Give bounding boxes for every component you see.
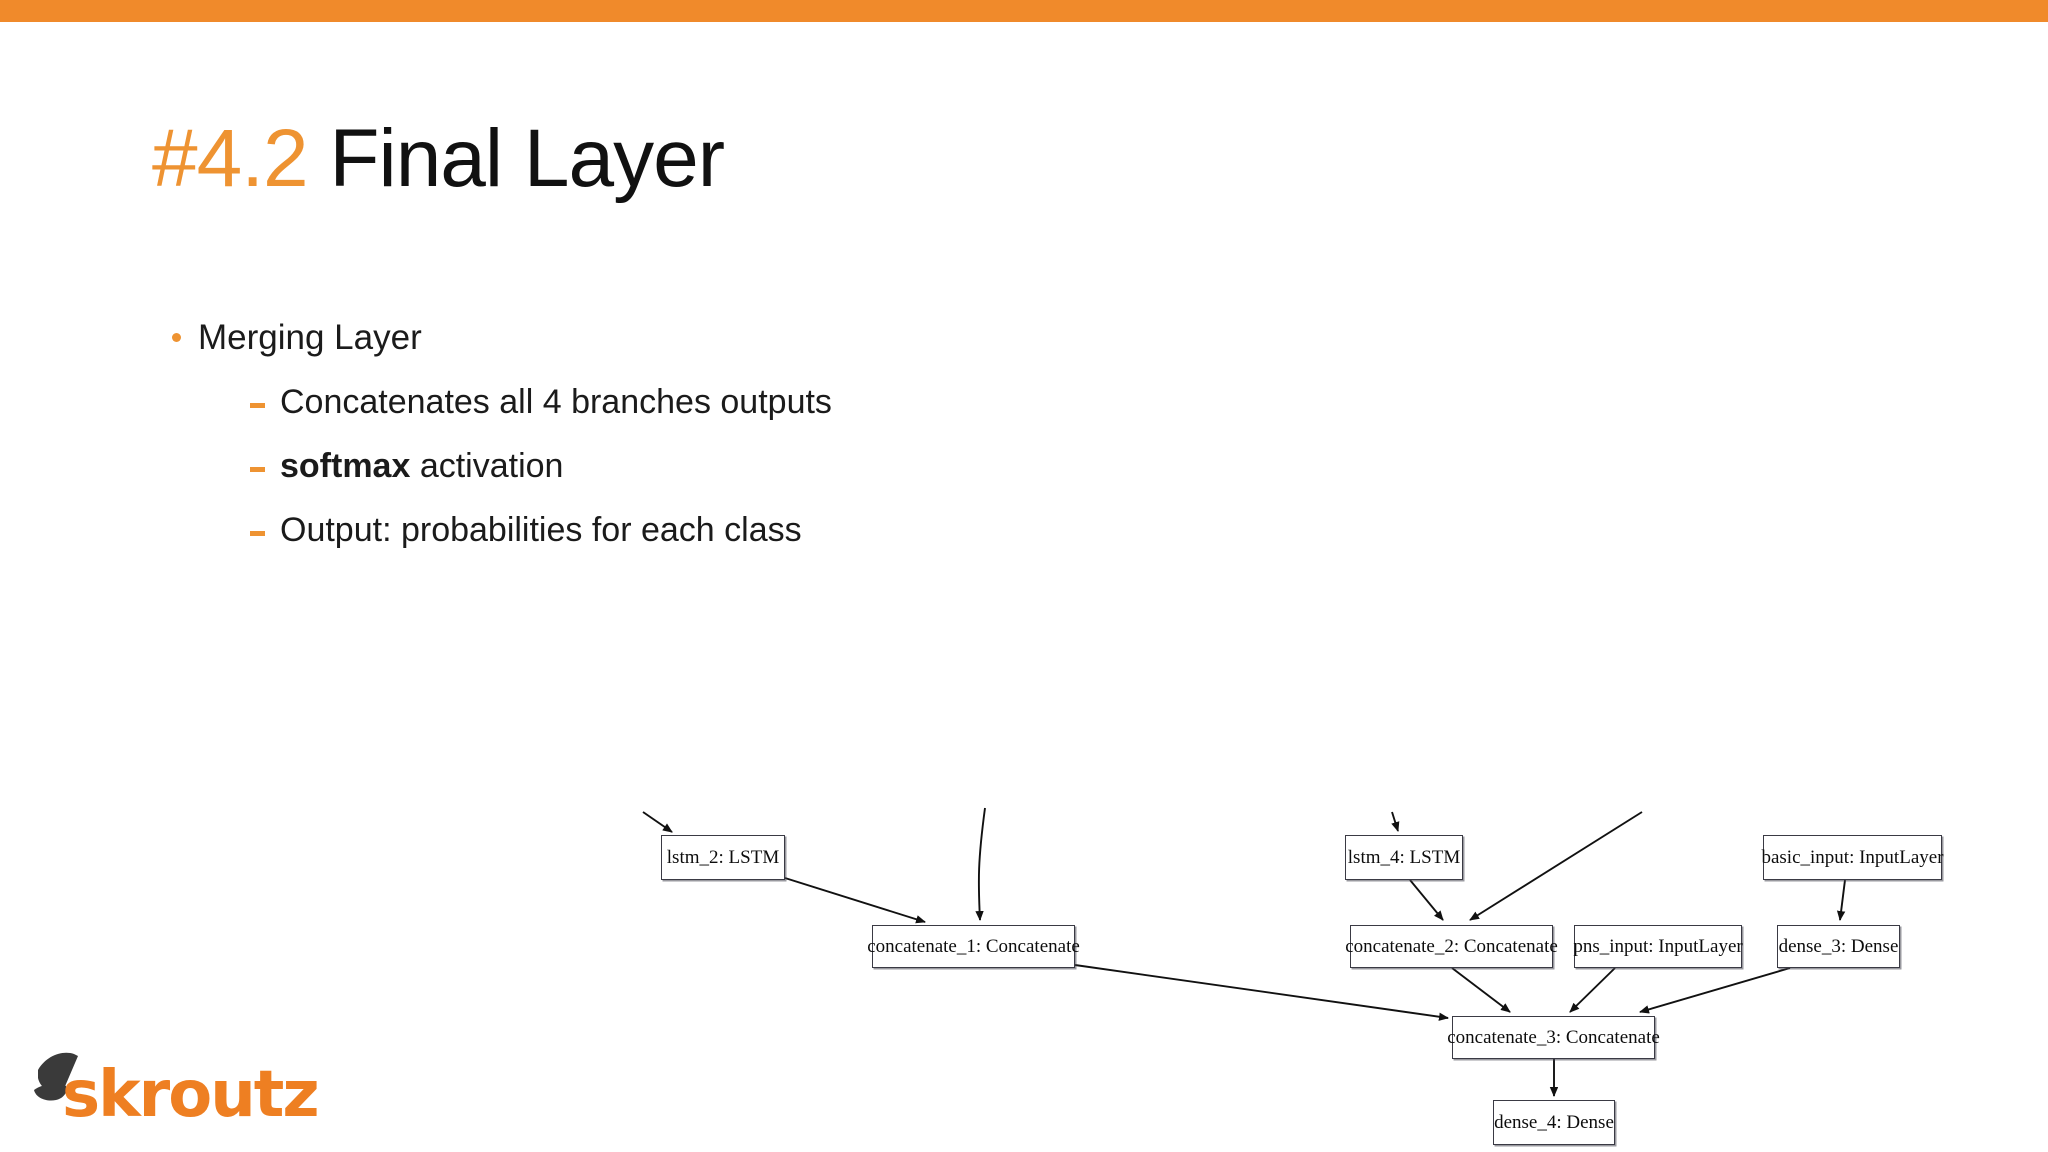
sub-bullet-3-label: Output: probabilities for each class xyxy=(280,511,802,549)
graph-node-label: lstm_2: LSTM xyxy=(666,846,780,868)
skroutz-logo: skroutz xyxy=(22,1040,322,1140)
top-accent-bar xyxy=(0,0,2048,22)
title-text: Final Layer xyxy=(307,113,725,204)
edge-concat2-concat3 xyxy=(1451,967,1511,1013)
bullet-list: Merging Layer Concatenates all 4 branche… xyxy=(170,320,1370,547)
sub-bullet-2-label: activation xyxy=(410,447,564,485)
dash-marker-icon xyxy=(250,531,265,536)
graph-node-pns_input: pns_input: InputLayer xyxy=(1573,925,1743,968)
edge-concat1-concat3 xyxy=(1074,964,1449,1021)
edge-in-concat2 xyxy=(1469,811,1643,921)
edge-dense3-concat3 xyxy=(1639,967,1791,1014)
bullet-dot-icon xyxy=(172,333,181,342)
graph-node-concatenate_1: concatenate_1: Concatenate xyxy=(867,925,1080,968)
graph-node-label: concatenate_3: Concatenate xyxy=(1447,1026,1660,1048)
sub-bullet-2-bold: softmax xyxy=(280,447,411,485)
edge-in-concat1 xyxy=(975,807,986,921)
graph-node-concatenate_3: concatenate_3: Concatenate xyxy=(1447,1016,1660,1059)
graph-node-concatenate_2: concatenate_2: Concatenate xyxy=(1345,925,1558,968)
graph-node-label: lstm_4: LSTM xyxy=(1347,846,1461,868)
edge-in-lstm4 xyxy=(1391,811,1400,832)
edge-lstm2-concat1 xyxy=(784,877,926,924)
edge-in-lstm2 xyxy=(642,811,673,833)
graph-node-label: pns_input: InputLayer xyxy=(1573,935,1743,957)
sub-bullet-3: Output: probabilities for each class xyxy=(250,513,1370,547)
title-number: #4.2 xyxy=(152,113,309,204)
graph-node-label: dense_3: Dense xyxy=(1778,935,1899,957)
graph-node-label: basic_input: InputLayer xyxy=(1761,846,1944,868)
top-hat-icon xyxy=(34,1052,78,1101)
skroutz-wordmark: skroutz xyxy=(62,1058,320,1132)
dash-marker-icon xyxy=(250,403,265,408)
graph-node-dense_3: dense_3: Dense xyxy=(1777,925,1900,968)
graph-node-basic_input: basic_input: InputLayer xyxy=(1761,835,1944,880)
graph-node-label: concatenate_1: Concatenate xyxy=(867,935,1080,957)
bullet-main: Merging Layer xyxy=(170,320,1370,355)
graph-node-dense_4: dense_4: Dense xyxy=(1493,1100,1615,1145)
graph-node-lstm_4: lstm_4: LSTM xyxy=(1345,835,1463,880)
edge-lstm4-concat2 xyxy=(1409,879,1444,921)
graph-node-label: concatenate_2: Concatenate xyxy=(1345,935,1558,957)
sub-bullet-1: Concatenates all 4 branches outputs xyxy=(250,385,1370,419)
edge-basicinput-dense3 xyxy=(1836,879,1846,921)
sub-bullet-1-label: Concatenates all 4 branches outputs xyxy=(280,383,832,421)
graph-node-label: dense_4: Dense xyxy=(1494,1111,1614,1133)
dash-marker-icon xyxy=(250,467,265,472)
edge-pnsinput-concat3 xyxy=(1569,967,1616,1013)
bullet-main-label: Merging Layer xyxy=(198,318,422,357)
sub-bullet-2: softmax activation xyxy=(250,449,1370,483)
graph-node-lstm_2: lstm_2: LSTM xyxy=(661,835,785,880)
page-title: #4.2 Final Layer xyxy=(152,118,725,200)
